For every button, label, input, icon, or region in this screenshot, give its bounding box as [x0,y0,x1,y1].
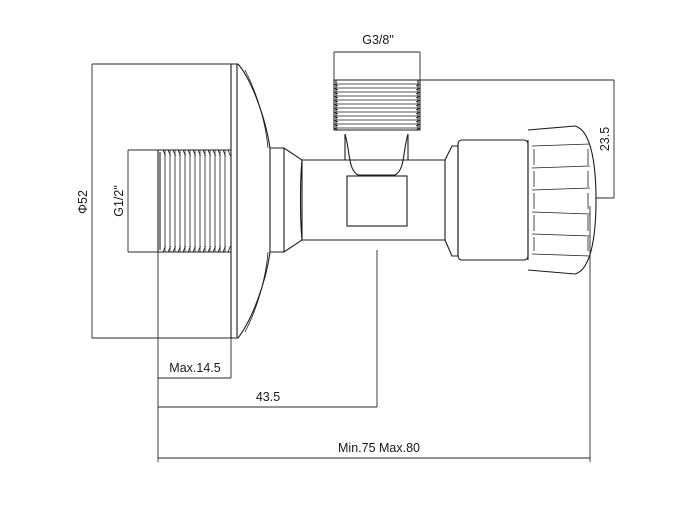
inlet-thread-tooth [162,245,166,253]
inlet-thread-tooth [187,245,191,253]
flange-diameter-label: Φ52 [76,190,90,214]
outlet-thread-tooth [333,91,339,95]
inlet-thread-tooth [207,245,211,253]
inlet-thread-tooth [202,149,206,157]
knob-rib [531,233,591,237]
inlet-thread-tooth [167,245,171,253]
inlet-thread-tooth [182,149,186,157]
knob-rib [531,211,591,215]
inlet-thread-tooth [207,149,211,157]
outlet-thread-tooth [415,83,421,87]
inlet-thread-tooth [212,245,216,253]
inlet-thread-tooth [192,245,196,253]
outlet-thread-tooth [333,123,339,127]
outlet-thread-tooth [415,111,421,115]
outlet-thread-tooth [333,87,339,91]
outlet-thread-tooth [415,91,421,95]
outlet-spigot [333,79,421,176]
outlet-thread-tooth [333,99,339,103]
inlet-thread-tooth [172,149,176,157]
inlet-thread-label: G1/2" [112,185,126,217]
inlet-thread-tooth [197,245,201,253]
outlet-thread-tooth [415,127,421,131]
flange [230,63,271,339]
knob-rib [531,187,591,191]
inlet-thread-tooth [167,149,171,157]
outlet-thread-tooth [415,95,421,99]
dimension-lines [91,51,615,462]
outlet-thread-tooth [333,83,339,87]
outlet-thread-label: G3/8" [362,33,394,47]
handle-knob [457,125,597,275]
knob-rib [531,165,591,169]
outlet-thread-tooth [415,123,421,127]
knob-rib [531,253,591,257]
outlet-thread-tooth [333,119,339,123]
inlet-thread-tooth [177,149,181,157]
outlet-thread-tooth [415,107,421,111]
inlet-thread-tooth [222,245,226,253]
inlet-thread-tooth [222,149,226,157]
outlet-thread-tooth [415,115,421,119]
outlet-thread-tooth [333,95,339,99]
inlet-thread-tooth [202,245,206,253]
outlet-thread-tooth [333,115,339,119]
valve-body [270,145,459,257]
inlet-thread-tooth [227,245,231,253]
inlet-thread-tooth [172,245,176,253]
inlet-thread-tooth [212,149,216,157]
inlet-thread-tooth [182,245,186,253]
outlet-thread-tooth [415,119,421,123]
knob-rib [531,143,591,147]
inlet-thread-tooth [192,149,196,157]
inlet-thread [157,149,231,253]
outlet-height-label: 23.5 [598,127,612,151]
center-distance-label: 43.5 [256,390,280,404]
outlet-thread-tooth [415,99,421,103]
inlet-thread-tooth [217,245,221,253]
inlet-thread-tooth [217,149,221,157]
thread-length-label: Max.14.5 [169,361,220,375]
inlet-thread-tooth [162,149,166,157]
outlet-thread-tooth [333,127,339,131]
overall-length-label: Min.75 Max.80 [338,441,420,455]
inlet-thread-tooth [177,245,181,253]
outlet-thread-tooth [415,103,421,107]
outlet-thread-tooth [415,87,421,91]
inlet-thread-tooth [197,149,201,157]
inlet-thread-tooth [227,149,231,157]
outlet-thread-tooth [333,111,339,115]
outlet-thread-tooth [333,103,339,107]
outlet-thread-tooth [333,107,339,111]
inlet-thread-tooth [187,149,191,157]
